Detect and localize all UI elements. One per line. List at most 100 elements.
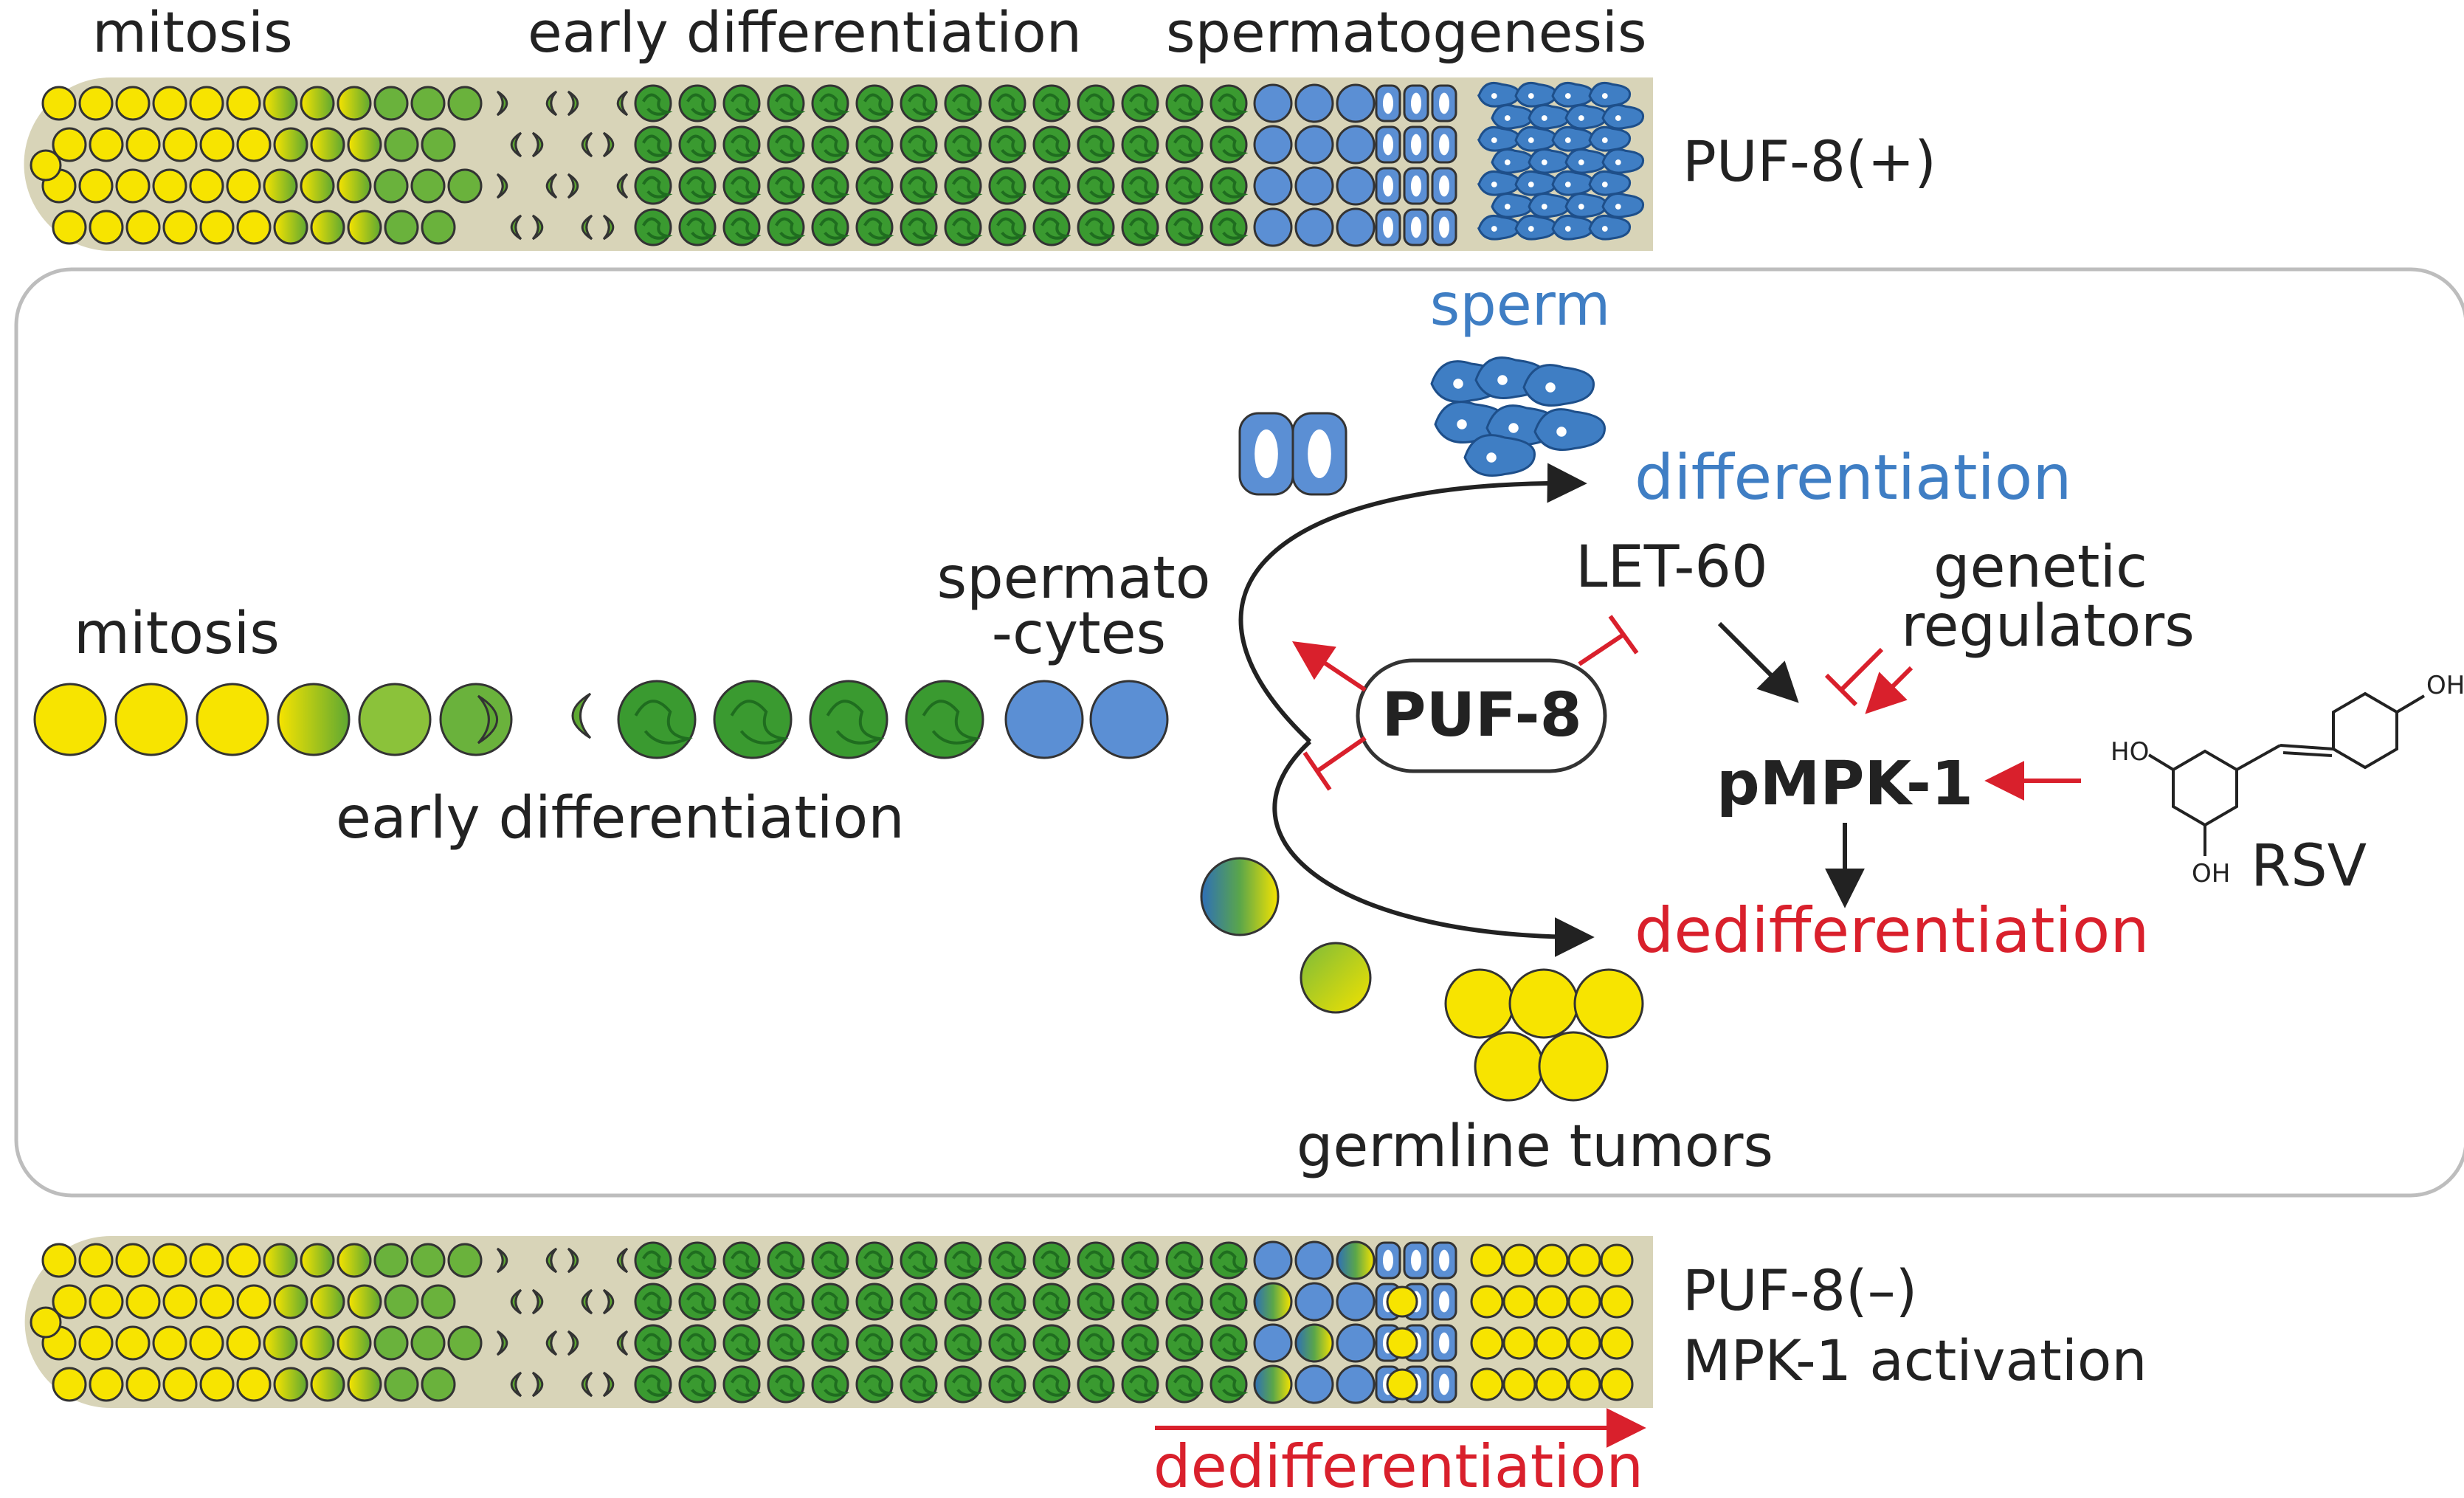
mitotic-cell (347, 210, 382, 245)
mitotic-cell (152, 1243, 187, 1278)
sperm-cell (1588, 170, 1632, 196)
chromatin-mark (819, 134, 850, 157)
sperm-cell (1551, 214, 1595, 241)
sperm-nucleus (1528, 182, 1534, 187)
model-label-differentiation: differentiation (1635, 441, 2071, 514)
sperm-cell (1477, 214, 1521, 241)
early-differentiation-cell (678, 125, 717, 164)
spermatid-nucleus (1255, 429, 1278, 478)
tumor-cell (1386, 1327, 1418, 1359)
model-label-dedifferentiation: dedifferentiation (1635, 894, 2149, 967)
early-differentiation-cell (767, 1324, 805, 1362)
tumor-cell (1470, 1285, 1504, 1319)
chromatin-mark (775, 1250, 806, 1273)
sperm-nucleus (1578, 204, 1584, 210)
spermatocyte-cell (1294, 1364, 1334, 1404)
chromatin-mark (819, 1333, 850, 1356)
early-differentiation-cell (634, 208, 672, 246)
tumor-cell (1535, 1243, 1569, 1277)
early-differentiation-cell (900, 1365, 938, 1404)
early-differentiation-cell (767, 1241, 805, 1280)
chromatin-mark (642, 217, 673, 240)
chromatin-mark (1041, 93, 1071, 116)
crescent-cell (496, 1330, 508, 1356)
bottom-gonad: PUF-8(–) MPK-1 activation dedifferentiat… (24, 1236, 2147, 1498)
spermatid-nucleus (1382, 175, 1394, 197)
bottom-genotype-label-1: PUF-8(–) (1683, 1257, 1917, 1323)
chromatin-mark (1041, 176, 1071, 199)
chromatin-mark (819, 1374, 850, 1397)
sperm-nucleus (1504, 159, 1511, 165)
mitotic-cell (337, 168, 372, 204)
chromatin-mark (642, 134, 673, 157)
crescent-cell (581, 131, 593, 158)
mitotic-cell (373, 86, 409, 121)
early-differentiation-cell (905, 680, 984, 759)
chromatin-mark (952, 1291, 983, 1314)
early-differentiation-cell (811, 1283, 849, 1321)
mitotic-cell (89, 1367, 124, 1402)
spermatid-nucleus (1382, 1249, 1394, 1271)
early-differentiation-cell (855, 208, 894, 246)
chromatin-mark (996, 93, 1027, 116)
chromatin-mark (826, 700, 885, 745)
early-differentiation-cell (1209, 84, 1248, 122)
sperm-nucleus (1545, 382, 1556, 393)
early-differentiation-cell (811, 167, 849, 205)
early-differentiation-cell (634, 167, 672, 205)
chromatin-mark (634, 700, 693, 745)
early-differentiation-cell (1032, 1241, 1071, 1280)
rsv-oh-bottom: OH (2192, 859, 2230, 888)
crescent-cell (616, 1247, 629, 1274)
regulators-inhibit-pmpk1 (1824, 647, 1884, 707)
rsv-oh-top: OH (2426, 671, 2464, 700)
mitotic-cell (273, 127, 308, 162)
sperm-cell (1588, 125, 1632, 152)
spermatocyte-cell (1253, 207, 1293, 247)
tumor-cell (1535, 1367, 1569, 1401)
sperm-nucleus (1497, 375, 1508, 385)
early-differentiation-cell (811, 208, 849, 246)
chromatin-mark (775, 134, 806, 157)
chromatin-mark (952, 217, 983, 240)
early-differentiation-cell (1077, 1241, 1115, 1280)
chromatin-mark (922, 700, 981, 745)
sperm-nucleus (1541, 115, 1547, 121)
early-differentiation-cell (1032, 84, 1071, 122)
chromatin-mark (775, 176, 806, 199)
early-differentiation-cell (1077, 125, 1115, 164)
chromatin-mark (952, 1333, 983, 1356)
chromatin-mark (1085, 217, 1116, 240)
dedifferentiating-cell (1253, 1364, 1293, 1404)
mitotic-cell (30, 149, 62, 182)
tumor-cell (1502, 1367, 1536, 1401)
model-tumor-cell (1474, 1031, 1545, 1102)
top-label-mitosis: mitosis (92, 0, 293, 65)
sperm-cell (1491, 103, 1534, 130)
early-differentiation-cell (767, 84, 805, 122)
tumor-cell (1600, 1367, 1634, 1401)
spermatocyte-cell (1336, 166, 1376, 206)
top-label-spermatogenesis: spermatogenesis (1166, 0, 1647, 65)
puf8-pill (1356, 658, 1607, 773)
sperm-cell (1601, 103, 1645, 130)
chromatin-mark (686, 1333, 717, 1356)
mitotic-cell (421, 1367, 456, 1402)
early-differentiation-cell (722, 167, 761, 205)
sperm-nucleus (1615, 204, 1621, 210)
model-label-spermatocytes-2: -cytes (992, 601, 1166, 667)
mitotic-cell (41, 1243, 77, 1278)
chromatin-mark (996, 1333, 1027, 1356)
spermatocyte-cell (1336, 83, 1376, 123)
early-differentiation-cell (944, 1324, 982, 1362)
sperm-nucleus (1615, 115, 1621, 121)
mitotic-cell (162, 1284, 198, 1319)
early-differentiation-cell (678, 84, 717, 122)
spermatid-nucleus (1438, 1332, 1450, 1354)
model-label-sperm: sperm (1430, 272, 1611, 339)
sperm-cell (1588, 81, 1632, 108)
spermatid-nucleus (1410, 134, 1422, 156)
crescent-cell (581, 1288, 593, 1315)
early-differentiation-cell (767, 1283, 805, 1321)
sperm-cell (1601, 148, 1645, 174)
